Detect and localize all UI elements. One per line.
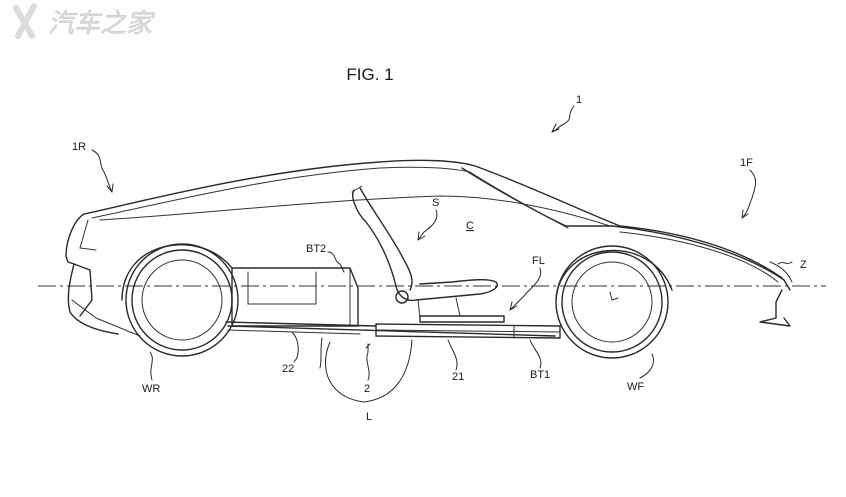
label-L: L (366, 411, 372, 423)
front-wheel (555, 245, 673, 359)
label-S: S (432, 197, 439, 209)
car-body (65, 159, 793, 337)
watermark-logo: 汽车之家 (13, 3, 155, 39)
rear-battery-bt2 (231, 267, 359, 327)
leader-lines (91, 105, 793, 403)
rear-wheel (121, 243, 239, 357)
label-1: 1 (576, 94, 582, 106)
figure-title: FIG. 1 (346, 65, 393, 84)
label-2: 2 (364, 383, 370, 395)
floor-battery-bt1 (225, 315, 561, 339)
label-C: C (466, 220, 474, 232)
label-BT2: BT2 (306, 243, 326, 255)
label-WF: WF (627, 381, 644, 393)
label-1F: 1F (740, 157, 753, 169)
label-FL: FL (532, 255, 545, 267)
label-22: 22 (282, 363, 294, 375)
watermark-x-icon (13, 3, 37, 39)
label-Z: Z (800, 259, 807, 271)
reference-labels: 1 1R 1F S C BT2 FL Z 22 2 21 BT1 WR WF L (72, 94, 807, 423)
seat (351, 185, 498, 319)
label-BT1: BT1 (530, 369, 550, 381)
watermark-text: 汽车之家 (48, 9, 155, 39)
label-21: 21 (452, 371, 464, 383)
label-1R: 1R (72, 141, 86, 153)
label-WR: WR (142, 383, 160, 395)
